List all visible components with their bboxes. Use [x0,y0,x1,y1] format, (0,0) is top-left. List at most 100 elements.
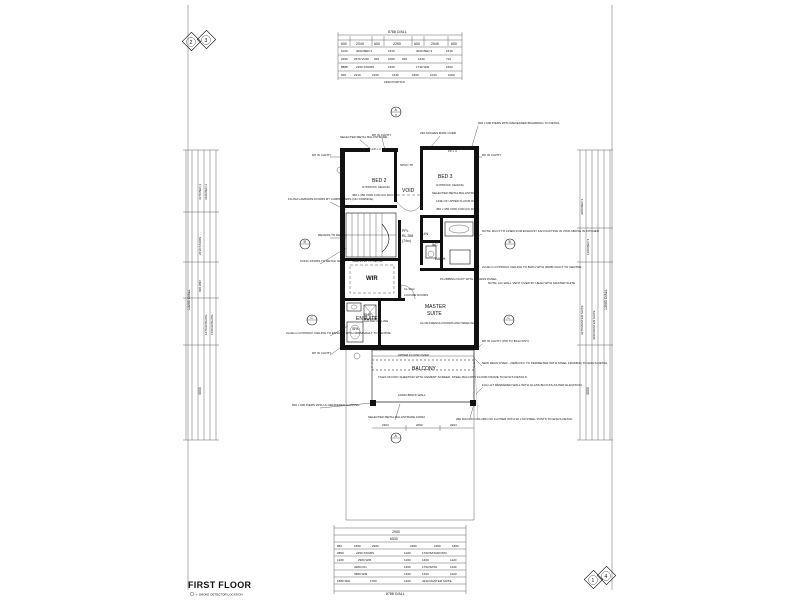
plan-text-label: 3029 BED 3 [416,49,433,53]
plan-text-label: 1200 [337,558,344,562]
right-dimension-block: 13000 O/ALL 3250 BED 3 1200 BED 3 3370 M… [577,149,613,441]
leader-lines [319,125,483,421]
plan-text-label: 2100 [372,73,379,77]
plan-text-label: LINE OF UPPER FLOOR OVER [436,199,480,203]
room-wir: WIR [366,276,378,282]
plan-text-label: 1000 [388,57,395,61]
plan-text-label: 2250 STAIRS [356,551,374,555]
legend-note: + SMOKE DETECTOR LOCATION [196,593,243,597]
plan-text-label: 1640 [418,57,425,61]
plan-text-label: UPPER FLOOR OVER [398,353,430,357]
plan-text-label: 1010 [430,73,437,77]
plan-text-label: 1620 [388,65,395,69]
plan-text-label: DP IN CAVITY [312,351,331,355]
plan-text-label: NOTE: A/C WALL VENT OVER BY HEAD WITH MA… [488,281,575,285]
plan-text-label: 926 [374,57,379,61]
plan-text-label: PLUMBING DUCT WITH ACCESS PANEL [440,277,497,281]
plan-text-label: 600 [414,42,420,46]
plan-text-label: 1519 [446,49,453,53]
section-marker-right-2: C [503,314,515,326]
plan-text-label: 600 x 600 PIERS WITH RECESSED BOARDING T… [478,121,560,125]
balcony [370,349,479,421]
plan-text-label: SELECTED METAL BALUSTRADE [340,135,387,139]
plan-text-label: 13000 O/ALL [604,289,608,310]
plan-text-label: FULL HT RENDERED WALL WITH GLASS BLOCKS … [482,383,582,387]
plan-text-label: 600 [451,42,457,46]
plan-text-label: B [304,240,307,244]
plan-text-label: 2850 [337,551,344,555]
overall-top-label: 8788 O/ALL [388,30,407,34]
plan-text-label: 600 x 600 PIERS WITH 2x RENDERED CAPPING [292,403,360,407]
plan-text-label: DP IN CAVITY [372,133,391,137]
plan-text-label: 2264 [450,423,457,427]
master-door-swing [400,284,416,300]
left-dimension-block: 13200 O/ALL 3170 BED 2 3190 BED 2 2610 S… [183,149,219,441]
plan-text-label: 1580 SPA [337,579,350,583]
plan-text-label: A [395,434,398,438]
plan-text-label: 1400 [422,558,429,562]
section-marker-left-2: C [306,314,318,326]
plan-text-label: 3029 BED 2 [356,49,373,53]
plan-text-label: 3370 MASTER SUITE [580,305,584,335]
plan-text-label: 1800 [452,544,459,548]
plan-text-label: TILES ON FRC SHEETING WITH CEMENT SCREED… [378,375,527,379]
wc-pan [425,245,437,259]
plan-text-label: 2049 [431,42,439,46]
plan-text-label: 1260 [404,558,411,562]
plan-text-label: VAULTED CEILING [362,319,389,323]
plan-text-label: 2610 STAIRS [198,237,202,255]
elevation-marker-top-left: 2 3 [181,29,217,52]
plan-text-label: LOUVRE DOORS [404,293,428,297]
cl-label: CL 96cc [404,287,415,291]
plan-text-label: C [508,316,511,320]
bottom-dimension-block: 2900 6530 850 1650 2900 2280 1900 1800 2… [333,525,467,596]
plan-text-label: 2280 [410,544,417,548]
smoke-detector-icon [190,592,194,596]
plan-text-label: 3580 W/R [354,572,368,576]
plan-text-label: 1519 [388,49,395,53]
plan-text-label: 4230 MASTER SUITE [422,579,452,583]
plan-text-label: 2 [190,40,193,46]
plan-text-label: 3170 BED 2 [198,183,202,200]
shower [363,304,377,320]
plan-text-label: 1260 [404,572,411,576]
plan-text-label: DP IN CAVITY [312,153,331,157]
plan-text-label: DP IN CAVITY (PW TO BALCONY) [482,339,529,343]
plan-text-label: 1000H BRICK WALL [398,393,426,397]
plan-text-label: CONC STAIRS TO DETAIL SHT 6 [300,259,346,263]
plan-text-label: 2210 [354,73,361,77]
wir-shelving [349,264,395,294]
plan-text-label: 1360 ENSUITE [210,314,214,335]
room-bed2: BED 2 [372,178,387,184]
plan-text-label: 8888 [341,65,348,69]
plan-text-label: 926 [402,57,407,61]
plan-text-label: 1640 [392,73,399,77]
section-marker-bottom: A [390,432,402,444]
plan-text-label: NEW DECK OVER - 20MM FFC TO PERIMETER WI… [482,361,608,365]
plan-text-label: 600 [341,42,347,46]
plan-text-label: SELECTED METAL BALUSTRADE 1000H [368,415,425,419]
ppl-label: PPL [402,229,409,233]
top-dimension-block: 8788 O/ALL 600 2049 600 2290 600 2049 60… [337,30,463,84]
plan-text-label: 1 [592,578,595,584]
room-master-suite: SUITE [427,311,442,317]
section-marker-bottom-left [353,352,361,360]
section-marker-top-left [336,166,344,174]
plan-text-label: 8788 O/ALL [386,592,405,596]
plan-text-label: 1260 [404,565,411,569]
room-bed3: BED 3 [438,174,453,180]
plan-text-label: 1900 [434,544,441,548]
plan-text-label: 1760 [370,579,377,583]
plan-text-label: 2900 [392,530,400,534]
plan-text-label: 2264 [382,423,389,427]
annotation-notes: SELECTED METAL BALUSTRADE DP IN CAVITY 2… [286,121,608,421]
room-bath: BATH [435,256,445,261]
plan-text-label: FP x 4 [352,347,361,351]
plan-text-label: RECESS TO DETAIL [318,233,347,237]
plan-text-label: 1260 [404,579,411,583]
plan-text-label: 2900 W/R [358,558,372,562]
plan-text-label: 710 [446,57,451,61]
plan-text-label: 600 [374,42,380,46]
elevation-marker-bottom-right: 1 4 [583,565,617,590]
